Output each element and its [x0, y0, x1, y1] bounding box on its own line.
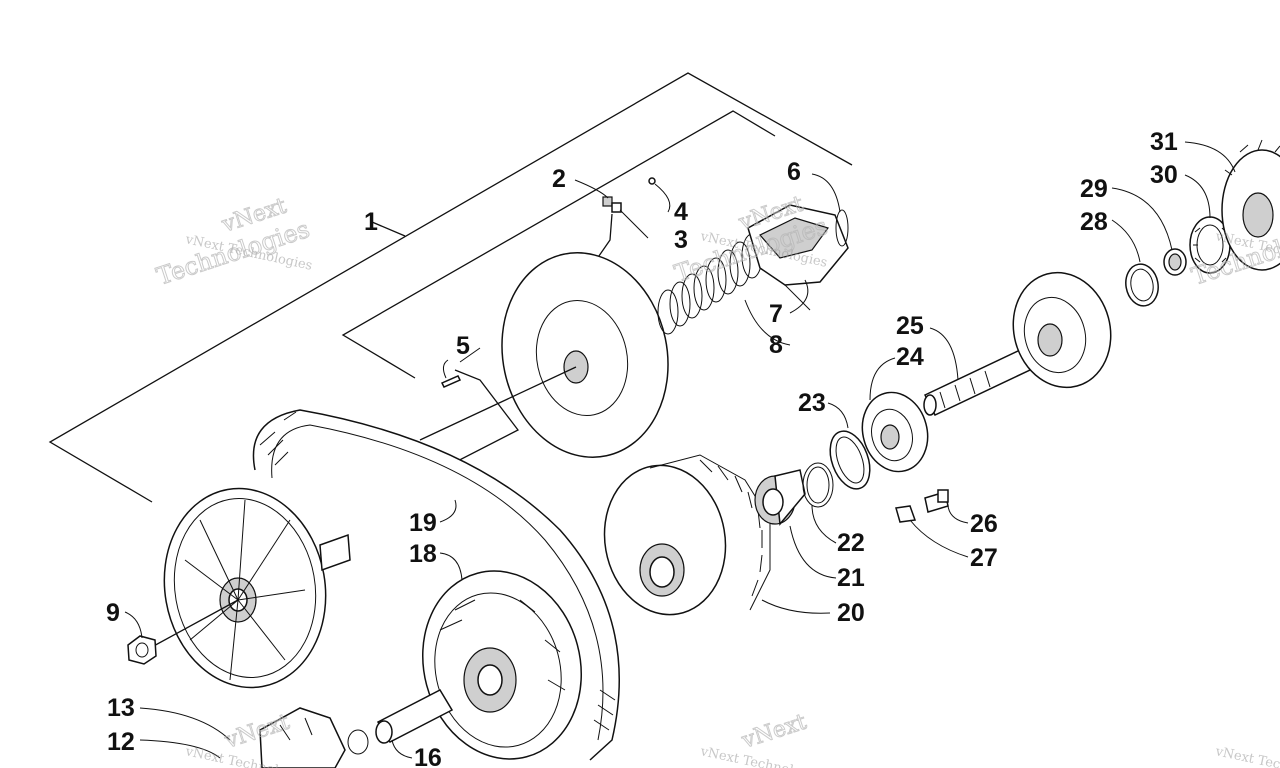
watermark-bottom-right: vNext Technologies — [1213, 744, 1280, 768]
driven-pulley — [149, 487, 351, 689]
bushing-part — [754, 469, 806, 526]
svg-text:vNext Technologies: vNext Technologies — [1213, 744, 1280, 768]
watermark-bottom-center: vNext Technologies vNext — [698, 709, 828, 768]
callout-18: 18 — [409, 540, 437, 568]
snap-ring-part — [835, 209, 849, 247]
callout-4: 4 — [674, 198, 688, 226]
callout-23: 23 — [798, 389, 826, 417]
callout-19: 19 — [409, 509, 437, 537]
clutch-drum — [1012, 271, 1112, 389]
callout-1: 1 — [364, 208, 378, 236]
callout-8: 8 — [769, 331, 783, 359]
callout-25: 25 — [896, 312, 924, 340]
svg-text:vNext: vNext — [738, 710, 810, 755]
callout-3: 3 — [674, 226, 688, 254]
seal-ring-part — [829, 430, 871, 490]
bearing-part — [861, 391, 929, 473]
spacer-ring-part — [1125, 263, 1159, 307]
callout-27: 27 — [970, 544, 998, 572]
callout-6: 6 — [787, 158, 801, 186]
callout-2: 2 — [552, 165, 566, 193]
output-shaft — [923, 349, 1032, 416]
washer-part — [895, 505, 917, 523]
drive-clutch — [421, 570, 583, 760]
button-parts — [602, 177, 671, 239]
sprocket-part — [1221, 139, 1280, 271]
watermark-left: vNext Technologies vNext Technologies — [153, 193, 314, 291]
o-ring-part — [802, 462, 834, 508]
callout-13: 13 — [107, 694, 135, 722]
callout-21: 21 — [837, 564, 865, 592]
assembly-bracket-outer — [48, 72, 853, 503]
callout-labels: 1 2 3 4 5 6 7 8 9 12 13 16 18 19 20 21 2… — [106, 128, 1178, 768]
key-part — [440, 359, 462, 388]
callout-9: 9 — [106, 599, 120, 627]
fixed-sheave — [603, 454, 771, 616]
callout-31: 31 — [1150, 128, 1178, 156]
bolt-part — [924, 489, 949, 513]
callout-28: 28 — [1080, 208, 1108, 236]
callout-29: 29 — [1080, 175, 1108, 203]
callout-16: 16 — [414, 744, 442, 768]
callout-7: 7 — [769, 300, 783, 328]
callout-30: 30 — [1150, 161, 1178, 189]
callout-26: 26 — [970, 510, 998, 538]
callout-22: 22 — [837, 529, 865, 557]
nut-part — [127, 635, 157, 665]
callout-20: 20 — [837, 599, 865, 627]
collar-part — [1163, 248, 1187, 276]
movable-sheave-disc — [419, 252, 669, 458]
callout-5: 5 — [456, 332, 470, 360]
callout-24: 24 — [896, 343, 924, 371]
needle-bearing-part — [1189, 216, 1231, 274]
shaft-sleeve — [347, 689, 454, 755]
leader-lines — [124, 141, 1236, 759]
weight-assembly — [259, 707, 346, 768]
callout-12: 12 — [107, 728, 135, 756]
cam-spider-part — [747, 204, 849, 311]
